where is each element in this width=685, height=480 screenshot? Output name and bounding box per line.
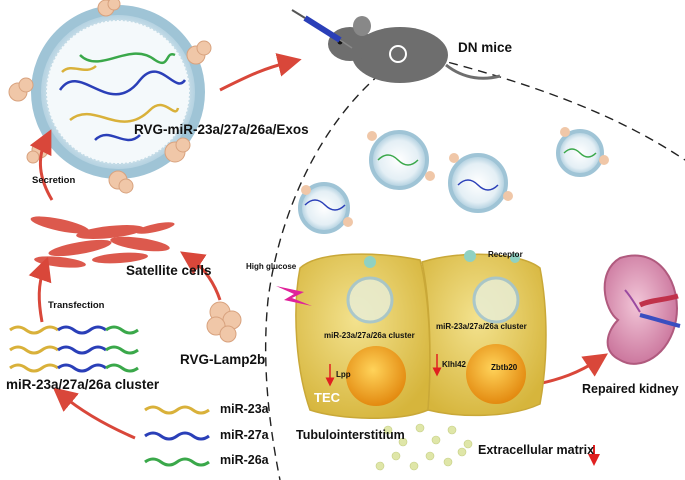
small-exosomes xyxy=(298,127,609,234)
cluster-strands xyxy=(9,325,139,373)
dashed-boundary xyxy=(264,73,381,480)
arrow-to-mouse xyxy=(219,53,302,92)
kidney xyxy=(603,254,681,365)
receptor-label: Receptor xyxy=(488,250,523,259)
extracellular-matrix-label: Extracellular matrix xyxy=(478,443,595,457)
arrow-mir-to-cluster xyxy=(52,387,136,440)
ecm-particles xyxy=(375,423,473,471)
klhl42-label: Klhl42 xyxy=(442,360,467,369)
cluster-label: miR-23a/27a/26a cluster xyxy=(6,377,160,392)
mir-23a-label: miR-23a xyxy=(220,402,269,416)
cell-cluster-1-label: miR-23a/27a/26a cluster xyxy=(324,331,415,340)
lpp-label: Lpp xyxy=(336,370,351,379)
cell-cluster-2-label: miR-23a/27a/26a cluster xyxy=(436,322,527,331)
tubulointerstitium-label: Tubulointerstitium xyxy=(296,428,405,442)
dashed-boundary-top xyxy=(419,54,685,161)
mirna-strands xyxy=(144,405,210,467)
satellite-cells xyxy=(30,216,175,268)
lightning-icon xyxy=(276,286,312,306)
mir-26a-label: miR-26a xyxy=(220,453,269,467)
large-exosome xyxy=(31,5,205,179)
dn-mice-label: DN mice xyxy=(458,40,513,55)
arrow-lamp2b xyxy=(180,251,222,301)
syringe xyxy=(291,9,353,49)
satellite-cells-label: Satellite cells xyxy=(126,263,212,278)
tec-label: TEC xyxy=(314,390,340,405)
rvg-lamp2b-protein xyxy=(206,301,242,343)
transfection-label: Transfection xyxy=(48,300,105,311)
rvg-lamp2b-label: RVG-Lamp2b xyxy=(180,352,266,367)
arrow-secretion xyxy=(29,129,54,201)
zbtb20-label: Zbtb20 xyxy=(491,363,518,372)
arrow-transfection xyxy=(28,256,52,323)
repaired-kidney-label: Repaired kidney xyxy=(582,382,679,396)
secretion-label: Secretion xyxy=(32,175,76,186)
high-glucose-label: High glucose xyxy=(246,262,297,271)
mouse xyxy=(328,16,501,83)
mir-27a-label: miR-27a xyxy=(220,428,269,442)
exos-label: RVG-miR-23a/27a/26a/Exos xyxy=(134,122,309,137)
